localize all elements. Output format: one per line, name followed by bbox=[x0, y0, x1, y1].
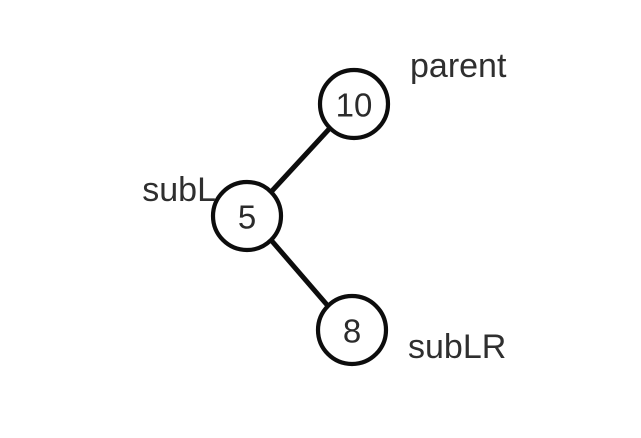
node-subLR-circle[interactable] bbox=[315, 293, 389, 367]
node-parent[interactable]: 10 bbox=[317, 67, 391, 141]
node-parent-value: 10 bbox=[336, 87, 373, 124]
edge-subL-to-subLR bbox=[269, 238, 330, 308]
edge-parent-to-subL bbox=[269, 126, 332, 194]
node-subL-circle[interactable] bbox=[210, 179, 284, 253]
node-subL-value: 5 bbox=[238, 199, 256, 236]
node-subL[interactable]: 5 bbox=[210, 179, 284, 253]
node-subLR[interactable]: 8 bbox=[315, 293, 389, 367]
node-parent-circle[interactable] bbox=[317, 67, 391, 141]
label-subL: subL bbox=[142, 171, 216, 209]
label-subLR: subLR bbox=[408, 328, 506, 366]
label-parent: parent bbox=[410, 47, 507, 85]
node-subLR-value: 8 bbox=[343, 313, 361, 350]
